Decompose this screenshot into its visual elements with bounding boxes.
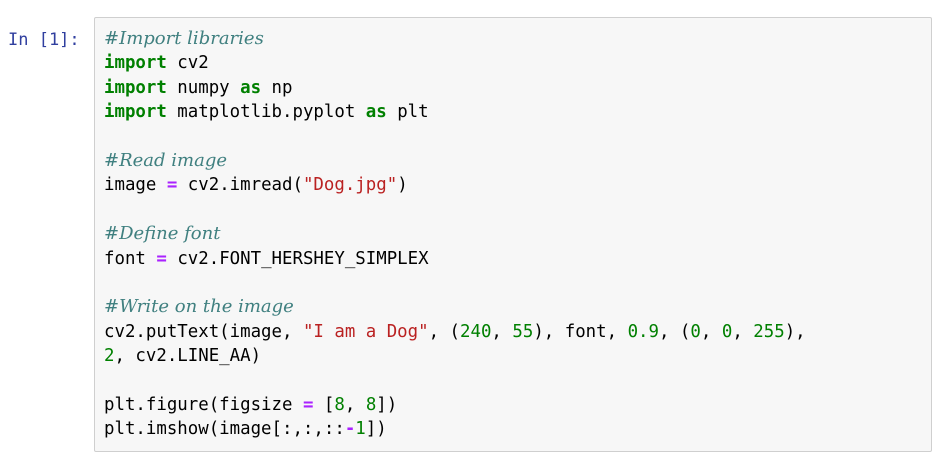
code-token: ]): [365, 419, 387, 440]
number-token: 0.9: [627, 321, 659, 342]
keyword-token: import: [104, 53, 167, 74]
code-token: np: [261, 77, 293, 98]
code-token: plt: [386, 102, 429, 123]
code-line: #Write on the image: [104, 295, 806, 319]
code-line: import cv2: [104, 51, 806, 75]
number-token: 2: [104, 346, 115, 367]
code-token: matplotlib.pyplot: [166, 102, 366, 123]
code-token: ,: [700, 321, 722, 342]
code-token: cv2.FONT_HERSHEY_SIMPLEX: [166, 248, 429, 269]
comment-token: #Write on the image: [104, 296, 294, 318]
number-token: 1: [355, 419, 366, 440]
code-token: numpy: [166, 77, 241, 98]
code-line: plt.imshow(image[:,:,::-1]): [104, 417, 806, 441]
keyword-token: import: [104, 102, 167, 123]
code-line: [104, 368, 806, 392]
comment-token: #Read image: [104, 149, 227, 171]
code-token: , (: [428, 321, 460, 342]
operator-token: =: [156, 248, 167, 269]
code-token: ,: [344, 394, 366, 415]
code-token: , cv2.LINE_AA): [114, 346, 262, 367]
code-line: import numpy as np: [104, 76, 806, 100]
number-token: 0: [721, 321, 733, 342]
string-token: "I am a Dog": [302, 321, 429, 342]
code-line: font = cv2.FONT_HERSHEY_SIMPLEX: [104, 247, 806, 271]
code-token: [: [313, 394, 335, 415]
keyword-token: as: [365, 102, 387, 123]
code-line: cv2.putText(image, "I am a Dog", (240, 5…: [104, 320, 806, 344]
operator-token: =: [302, 394, 314, 415]
code-token: plt.imshow(image[:,:,::: [104, 419, 345, 440]
operator-token: -: [344, 419, 356, 440]
number-token: 55: [512, 321, 534, 342]
code-line: #Read image: [104, 149, 806, 173]
operator-token: =: [166, 175, 178, 196]
code-line: [104, 271, 806, 295]
code-line: #Import libraries: [104, 27, 806, 51]
comment-token: #Import libraries: [104, 28, 264, 49]
input-prompt: In [1]:: [8, 30, 80, 50]
code-token: cv2: [166, 53, 209, 74]
number-token: 240: [460, 321, 492, 342]
number-token: 8: [365, 394, 377, 415]
code-token: ), font,: [533, 321, 628, 342]
code-line: [104, 198, 806, 222]
number-token: 255: [753, 321, 785, 342]
code-token: , (: [658, 321, 691, 342]
string-token: "Dog.jpg": [302, 175, 398, 196]
code-token: image: [104, 175, 167, 196]
code-line: plt.figure(figsize = [8, 8]): [104, 393, 806, 417]
code-token: ,: [491, 321, 513, 342]
number-token: 8: [334, 394, 345, 415]
code-token: ,: [732, 321, 754, 342]
keyword-token: import: [104, 77, 167, 98]
code-token: ): [397, 175, 408, 196]
code-line: #Define font: [104, 222, 806, 246]
code-line: import matplotlib.pyplot as plt: [104, 100, 806, 124]
code-token: plt.figure(figsize: [104, 394, 303, 415]
code-line: 2, cv2.LINE_AA): [104, 344, 806, 368]
comment-token: #Define font: [104, 223, 221, 245]
code-token: ),: [784, 321, 806, 342]
number-token: 0: [690, 321, 701, 342]
code-token: ]): [376, 394, 398, 415]
code-line: [104, 125, 806, 149]
code-line: image = cv2.imread("Dog.jpg"): [104, 173, 806, 197]
code-token: font: [104, 248, 157, 269]
code-token: cv2.putText(image,: [104, 321, 303, 342]
keyword-token: as: [240, 77, 262, 98]
code-token: cv2.imread(: [177, 175, 303, 196]
